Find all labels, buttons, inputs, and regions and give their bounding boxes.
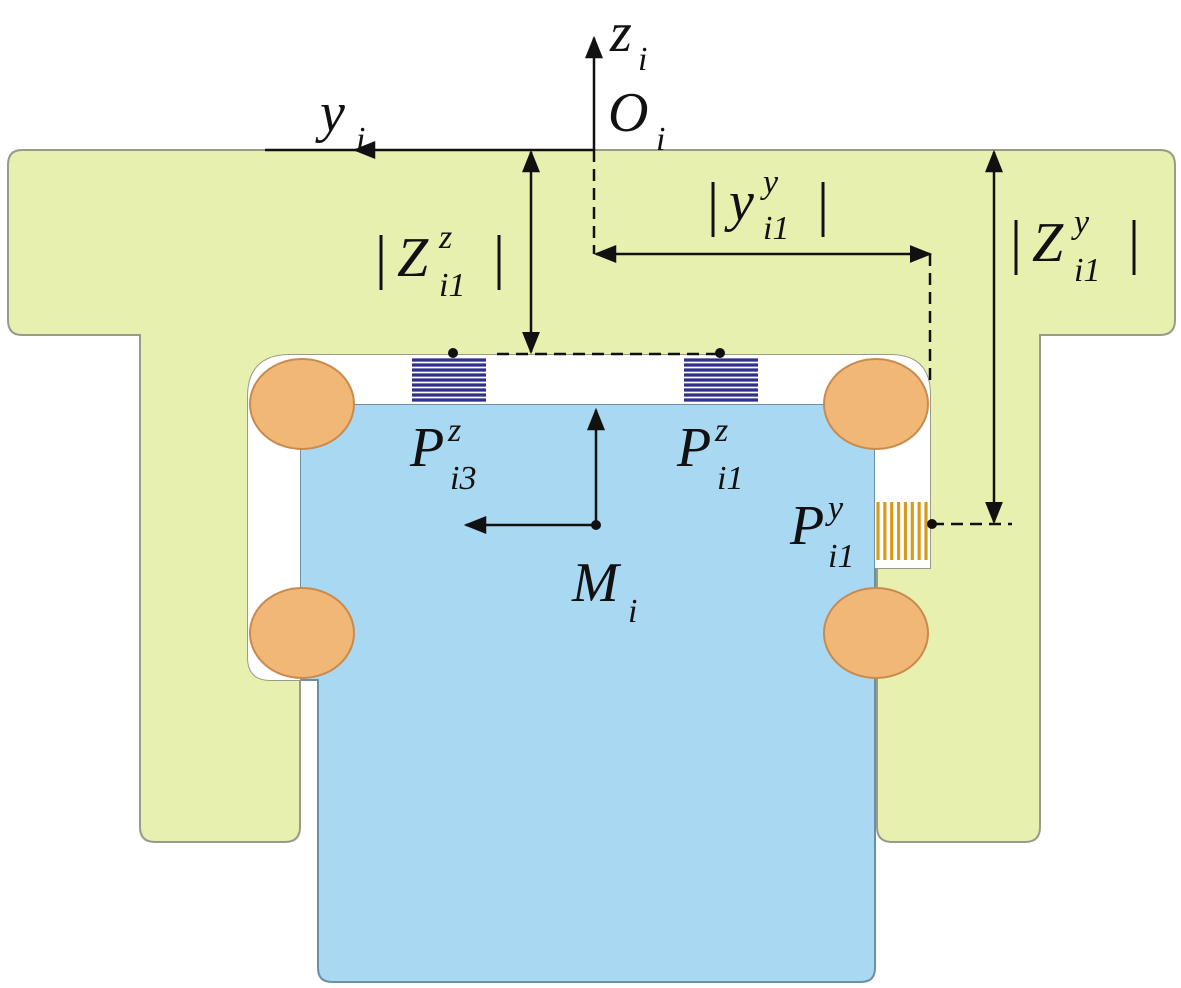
z-axis-label: z i: [610, 2, 648, 78]
spring-z-i1: [684, 358, 758, 402]
springs: [412, 358, 928, 560]
ball-top-left: [249, 358, 355, 450]
m-i-label: M i: [572, 552, 638, 630]
p-i3z-label: P z i3: [410, 412, 477, 497]
spring-y-i1: [876, 502, 928, 560]
spring-z-i3: [412, 358, 486, 402]
p-i1z-label: P z i1: [677, 412, 744, 497]
contact-points: [448, 348, 937, 530]
y-axis-label: y i: [320, 82, 366, 158]
origin-label: O i: [608, 82, 666, 158]
guide-rail: [299, 403, 876, 983]
ball-bottom-left: [249, 587, 355, 679]
dimension-lines: [265, 35, 1003, 534]
ball-top-right: [823, 358, 929, 450]
ball-bottom-right: [823, 587, 929, 679]
p-i1y-label: P y i1: [790, 490, 855, 575]
